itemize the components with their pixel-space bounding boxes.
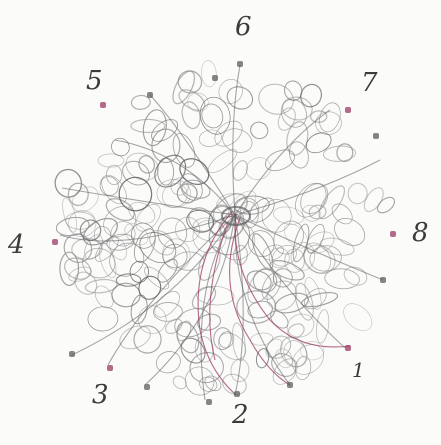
- number-label-3: 3: [92, 382, 109, 408]
- loop-stroke: [273, 290, 311, 317]
- pin-mark: [69, 351, 75, 357]
- loop-stroke: [131, 119, 165, 132]
- loop-stroke: [261, 199, 292, 233]
- pin-mark: [107, 365, 113, 371]
- loop-stroke: [200, 60, 217, 88]
- loop-stroke: [243, 225, 279, 262]
- loop-stroke: [169, 68, 199, 107]
- loop-stroke: [134, 301, 171, 338]
- pin-mark: [380, 277, 386, 283]
- loop-stroke: [219, 125, 255, 157]
- loop-stroke: [294, 355, 312, 380]
- loop-stroke: [66, 212, 95, 230]
- loop-stroke: [92, 233, 123, 265]
- loop-stroke: [67, 182, 103, 217]
- number-label-7: 7: [361, 70, 378, 96]
- pin-mark: [147, 92, 153, 98]
- loop-stroke: [205, 146, 240, 177]
- loop-stroke: [97, 173, 122, 199]
- loop-stroke: [310, 110, 327, 122]
- loop-stroke: [103, 236, 150, 282]
- pin-mark: [390, 231, 396, 237]
- loop-stroke: [285, 321, 306, 341]
- pin-mark: [373, 133, 379, 139]
- loop-stroke: [108, 135, 133, 160]
- loop-stroke: [314, 110, 343, 136]
- number-label-1: 1: [352, 360, 365, 380]
- pin-mark: [234, 391, 240, 397]
- loop-stroke: [112, 283, 140, 306]
- loop-stroke: [199, 101, 227, 131]
- loop-stroke: [187, 349, 226, 386]
- number-label-8: 8: [412, 220, 429, 246]
- pin-mark: [237, 61, 243, 67]
- loop-stroke: [284, 120, 311, 157]
- loop-stroke: [315, 182, 349, 222]
- pin-mark: [206, 399, 212, 405]
- loop-stroke: [324, 268, 360, 290]
- number-label-4: 4: [8, 232, 25, 258]
- pin-mark: [52, 239, 58, 245]
- loop-stroke: [246, 299, 273, 320]
- loop-stroke: [176, 333, 210, 367]
- pin-mark: [287, 382, 293, 388]
- loop-stroke: [87, 306, 119, 332]
- loop-stroke: [179, 100, 202, 131]
- loop-stroke: [153, 302, 182, 321]
- loop-stroke: [342, 264, 370, 288]
- pin-mark: [144, 384, 150, 390]
- pin-mark: [345, 345, 351, 351]
- loop-stroke: [70, 268, 101, 299]
- number-label-2: 2: [232, 402, 249, 428]
- loop-stroke: [214, 75, 247, 108]
- loop-stroke: [136, 153, 157, 175]
- loop-stroke: [68, 183, 89, 206]
- loop-stroke: [130, 261, 149, 283]
- loop-stroke: [275, 105, 299, 133]
- loop-stroke: [176, 170, 207, 204]
- pin-mark: [100, 102, 106, 108]
- loop-stroke: [338, 298, 377, 336]
- number-label-5: 5: [86, 68, 103, 94]
- loop-stroke: [169, 131, 199, 171]
- loop-stroke: [130, 226, 159, 265]
- loop-stroke: [121, 219, 152, 249]
- loop-stroke: [249, 231, 277, 272]
- pin-mark: [345, 107, 351, 113]
- pin-mark: [212, 75, 218, 81]
- swirl-stroke: [62, 188, 235, 215]
- loop-stroke: [210, 116, 247, 151]
- loop-stroke: [91, 283, 116, 311]
- loop-stroke: [231, 322, 248, 361]
- loop-stroke: [236, 290, 276, 324]
- loop-stroke: [261, 242, 286, 263]
- loop-stroke: [79, 245, 118, 282]
- number-label-6: 6: [235, 14, 252, 40]
